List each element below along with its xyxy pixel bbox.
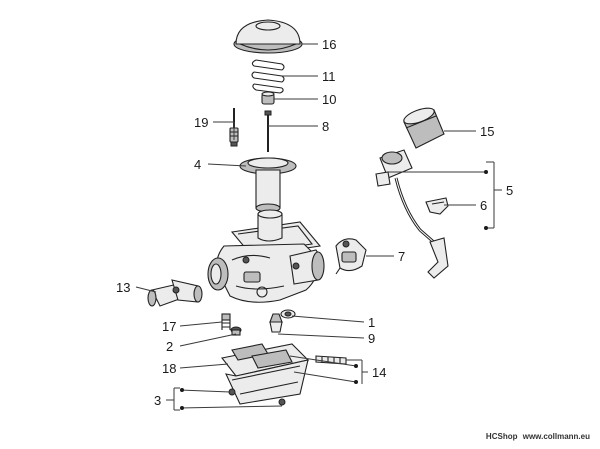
part-18-float-bowl: [221, 343, 310, 406]
callout-3: 3: [154, 393, 161, 408]
callout-7: 7: [398, 249, 405, 264]
leader-lines: [135, 43, 502, 411]
callout-15: 15: [480, 124, 494, 139]
part-4-diaphragm-slide: [239, 157, 297, 213]
part-9-main-jet: [269, 313, 283, 333]
callout-13: 13: [116, 280, 130, 295]
callout-1: 1: [368, 315, 375, 330]
callout-2: 2: [166, 339, 173, 354]
callout-18: 18: [162, 361, 176, 376]
callout-6: 6: [480, 198, 487, 213]
footer-shop: HCShop: [485, 432, 518, 441]
callout-5: 5: [506, 183, 513, 198]
part-17-screw: [221, 313, 231, 330]
carburetor-body: [207, 209, 325, 303]
callout-4: 4: [194, 157, 201, 172]
part-6-clip: [425, 197, 449, 215]
part-15-choke-cover: [403, 107, 445, 149]
callout-19: 19: [194, 115, 208, 130]
part-16-diaphragm-cover: [233, 19, 303, 54]
part-7-throttle-linkage: [335, 238, 367, 275]
callout-8: 8: [322, 119, 329, 134]
callout-9: 9: [368, 331, 375, 346]
callout-16: 16: [322, 37, 336, 52]
part-11-spring: [251, 59, 285, 94]
footer-site: www.collmann.eu: [522, 432, 590, 441]
part-2-plug: [230, 326, 242, 336]
part-13-elbow-fitting: [147, 279, 203, 307]
leader-dots: [180, 170, 488, 410]
part-5-choke-assembly: [375, 149, 449, 279]
part-14-float-pin: [315, 355, 347, 365]
part-8-jet-needle: [264, 110, 272, 152]
footer-credit: HCShop www.collmann.eu: [486, 432, 590, 441]
callout-10: 10: [322, 92, 336, 107]
part-1-washer: [280, 309, 296, 319]
part-10-needle-holder: [261, 91, 275, 105]
callout-11: 11: [322, 69, 336, 84]
callout-14: 14: [372, 365, 386, 380]
callout-17: 17: [162, 319, 176, 334]
callout-labels: 16 11 10 8 19 4 15 5 6 7 13 17 2 1 9 18 …: [116, 37, 513, 408]
